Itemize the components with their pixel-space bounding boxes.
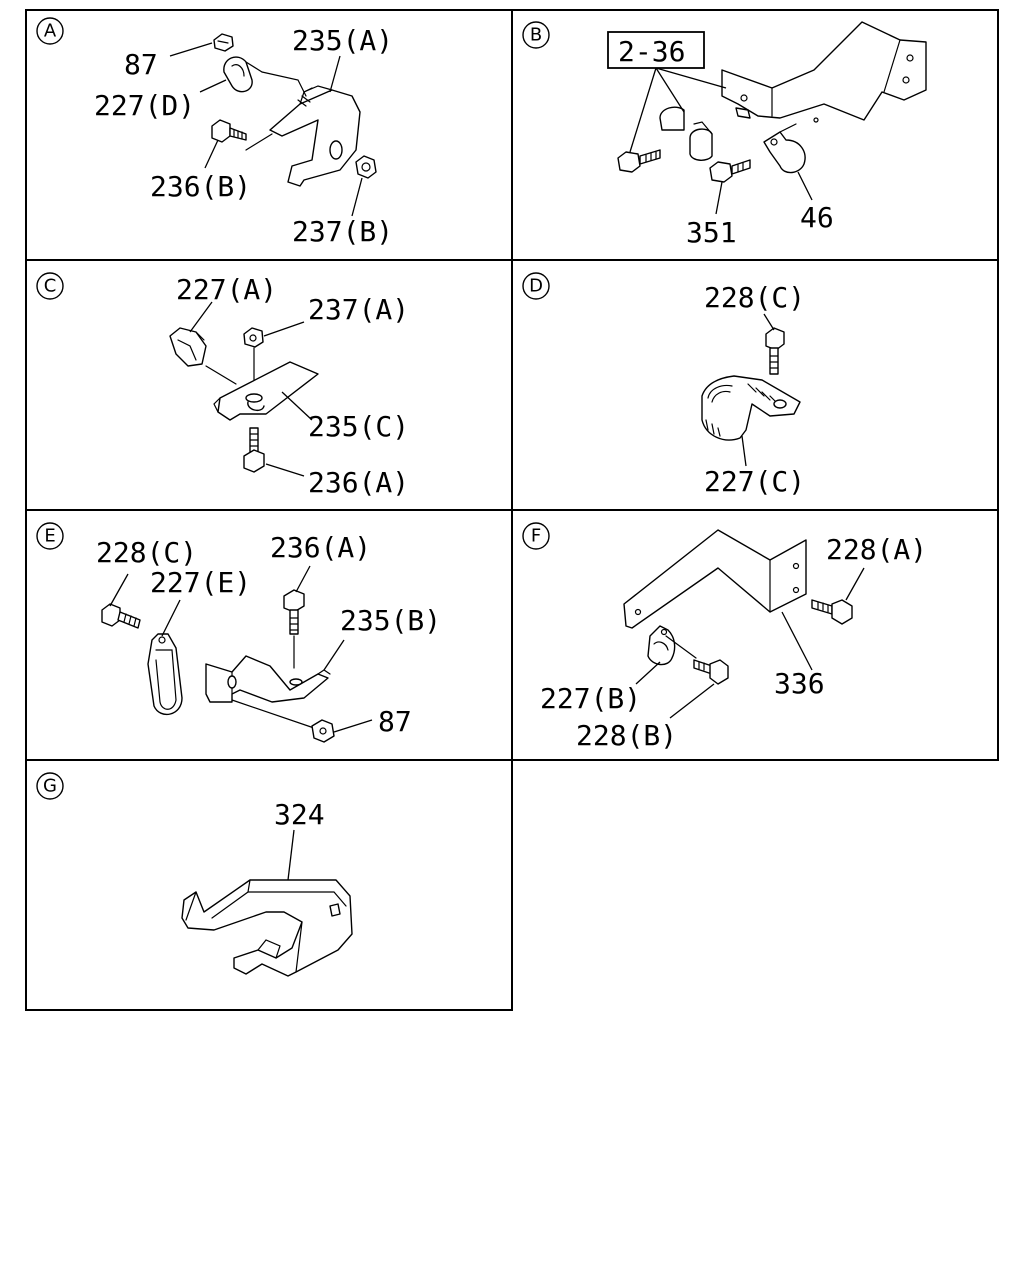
svg-text:B: B [530, 25, 542, 46]
label-236b: 236(B) [150, 170, 251, 203]
label-87-e: 87 [378, 705, 412, 738]
nut-237b [355, 155, 377, 179]
label-227b: 227(B) [540, 682, 641, 715]
label-87: 87 [124, 48, 158, 81]
svg-text:D: D [529, 276, 543, 297]
bracket-235b [205, 655, 331, 729]
clip-227a [169, 327, 237, 385]
panel-g-frame [25, 759, 513, 1011]
bolt-left [617, 149, 661, 173]
svg-text:E: E [44, 526, 55, 547]
panel-b-badge: B [522, 21, 550, 49]
bolt-228b [693, 659, 729, 685]
label-336: 336 [774, 667, 825, 700]
svg-text:C: C [44, 276, 57, 297]
label-237a: 237(A) [308, 293, 409, 326]
bracket-235a [245, 71, 361, 187]
label-227e: 227(E) [150, 566, 251, 599]
panel-c: C 227(A) [36, 272, 409, 499]
bracket-324 [181, 879, 353, 977]
panel-d: D 228(C) 227(C) [522, 272, 805, 498]
panel-e-badge: E [36, 522, 64, 550]
bracket-336 [623, 529, 807, 629]
panel-e: E [36, 522, 441, 743]
svg-text:A: A [44, 21, 57, 42]
bolt-228c-d [765, 327, 785, 375]
label-227d: 227(D) [94, 89, 195, 122]
label-228a: 228(A) [826, 533, 927, 566]
nut-237a [243, 327, 264, 391]
clip-227d [223, 56, 263, 93]
panel-f-frame [511, 509, 999, 761]
support-bracket [721, 21, 927, 123]
label-235b: 235(B) [340, 604, 441, 637]
label-228b: 228(B) [576, 719, 677, 752]
clamp-227c [701, 375, 801, 441]
panel-a-frame [25, 9, 513, 261]
label-235c: 235(C) [308, 410, 409, 443]
panel-f: F [522, 522, 927, 752]
clip-left [659, 106, 713, 161]
bolt-236a-e [283, 589, 305, 669]
reference-box-2-36: 2-36 [607, 31, 705, 69]
panel-g: G 324 [36, 772, 353, 977]
label-228c-d: 228(C) [704, 281, 805, 314]
panel-c-badge: C [36, 272, 64, 300]
panel-a-badge: A [36, 17, 64, 45]
svg-text:F: F [531, 526, 541, 547]
label-235a: 235(A) [292, 24, 393, 57]
bolt-236a-c [243, 427, 265, 473]
nut-87-e [311, 719, 335, 743]
svg-text:2-36: 2-36 [618, 35, 685, 68]
panel-g-badge: G [36, 772, 64, 800]
panel-f-badge: F [522, 522, 550, 550]
label-46: 46 [800, 201, 834, 234]
label-228c-e: 228(C) [96, 536, 197, 569]
bolt-236b [211, 119, 247, 143]
nut-87 [213, 33, 234, 52]
bracket-235c [213, 361, 319, 421]
bolt-228c-e [101, 603, 141, 629]
panel-grid [25, 9, 999, 1011]
panel-b: B 2-36 [522, 21, 927, 249]
label-324: 324 [274, 798, 325, 831]
clamp-227e [147, 633, 183, 716]
panel-a: A [36, 17, 393, 248]
label-236a-e: 236(A) [270, 531, 371, 564]
svg-text:G: G [43, 776, 57, 797]
bolt-228a [811, 599, 853, 625]
bolt-351 [709, 159, 751, 183]
label-227c: 227(C) [704, 465, 805, 498]
label-236a-c: 236(A) [308, 466, 409, 499]
label-237b: 237(B) [292, 215, 393, 248]
clip-227b [647, 625, 697, 666]
label-351: 351 [686, 216, 737, 249]
panel-d-badge: D [522, 272, 550, 300]
label-227a: 227(A) [176, 273, 277, 306]
clip-46 [763, 123, 806, 174]
